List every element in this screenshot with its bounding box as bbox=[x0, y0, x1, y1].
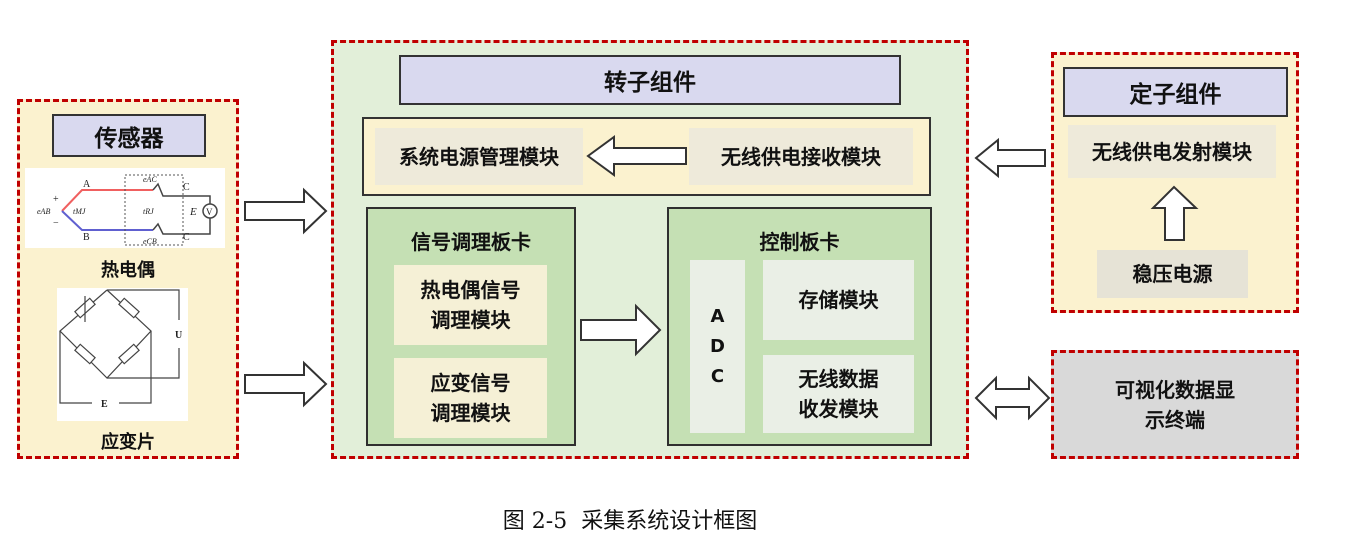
wireless-power-transmitter-module: 无线供电发射模块 bbox=[1068, 125, 1276, 178]
strain-gauge-label: 应变片 bbox=[101, 432, 155, 453]
visual-display-terminal: 可视化数据显示终端 bbox=[1051, 350, 1299, 459]
arrow-left-icon bbox=[586, 135, 687, 177]
adc-module: ADC bbox=[690, 260, 745, 433]
label-c1: C bbox=[183, 182, 190, 193]
strain-conditioning-module: 应变信号调理模块 bbox=[394, 358, 547, 438]
label-a: A bbox=[83, 179, 91, 190]
sensor-title: 传感器 bbox=[52, 114, 206, 157]
voltage-regulator: 稳压电源 bbox=[1097, 250, 1248, 298]
voltmeter-label: V bbox=[206, 207, 213, 217]
label-e-bridge: E bbox=[101, 399, 108, 410]
label-ecb: eCB bbox=[143, 237, 157, 246]
control-card-title: 控制板卡 bbox=[759, 230, 840, 254]
thermocouple-conditioning-module: 热电偶信号调理模块 bbox=[394, 265, 547, 345]
arrow-up-icon bbox=[1150, 185, 1199, 241]
label-u: U bbox=[175, 330, 182, 341]
arrow-right-icon bbox=[244, 360, 328, 408]
strain-bridge-diagram: U E bbox=[57, 288, 188, 421]
storage-module: 存储模块 bbox=[763, 260, 914, 340]
minus: − bbox=[53, 218, 59, 229]
power-management-module: 系统电源管理模块 bbox=[375, 128, 583, 185]
label-c2: C bbox=[183, 232, 190, 243]
wireless-power-receiver-module: 无线供电接收模块 bbox=[689, 128, 913, 185]
arrow-left-icon bbox=[974, 137, 1046, 179]
wireless-data-module: 无线数据收发模块 bbox=[763, 355, 914, 433]
arrow-right-icon bbox=[244, 187, 328, 235]
plus: + bbox=[53, 194, 59, 205]
rotor-title: 转子组件 bbox=[399, 55, 901, 105]
label-tmj: tMJ bbox=[73, 207, 86, 216]
signal-card-title: 信号调理板卡 bbox=[411, 230, 531, 254]
arrow-double-icon bbox=[974, 375, 1051, 421]
thermocouple-label: 热电偶 bbox=[101, 260, 155, 281]
thermocouple-diagram: A B C C eAB tMJ tRJ eAC eCB E V + − bbox=[25, 168, 225, 248]
label-trj: tRJ bbox=[143, 207, 154, 216]
label-eac: eAC bbox=[143, 175, 157, 184]
arrow-right-icon bbox=[580, 303, 662, 357]
label-eab: eAB bbox=[37, 207, 50, 216]
stator-title: 定子组件 bbox=[1063, 67, 1288, 117]
label-e: E bbox=[189, 206, 197, 218]
label-b: B bbox=[83, 232, 90, 243]
figure-caption: 图 2-5 采集系统设计框图 bbox=[502, 509, 758, 534]
